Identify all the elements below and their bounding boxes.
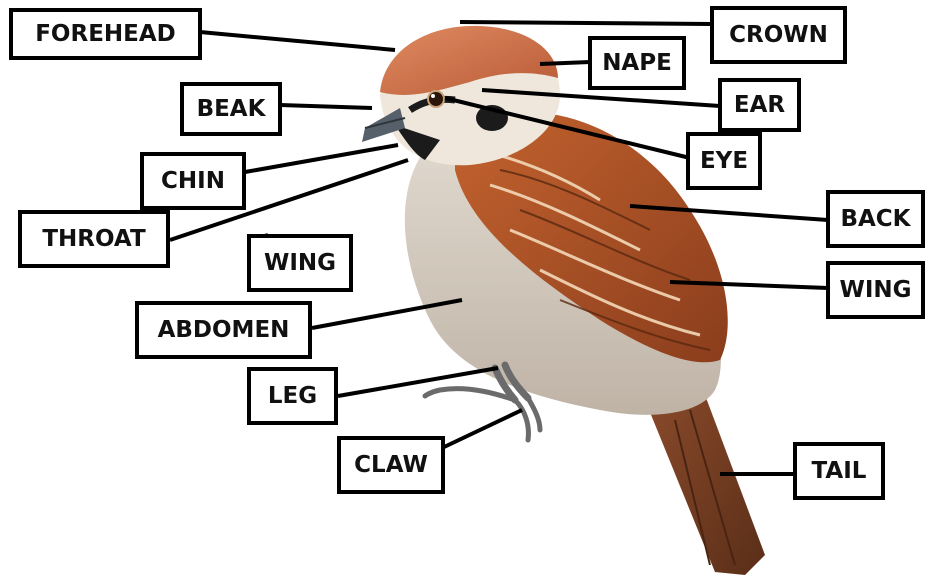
label-forehead: FOREHEAD xyxy=(9,8,202,60)
label-leg: LEG xyxy=(247,367,338,425)
label-eye: EYE xyxy=(686,132,762,190)
label-tail: TAIL xyxy=(793,442,885,500)
label-back: BACK xyxy=(826,190,925,248)
label-nape: NAPE xyxy=(588,36,686,90)
label-abdomen: ABDOMEN xyxy=(135,301,312,359)
label-claw: CLAW xyxy=(337,436,445,494)
label-wing-right: WING xyxy=(826,261,925,319)
label-chin: CHIN xyxy=(140,152,246,210)
label-wing-left: WING xyxy=(247,234,353,292)
bird-eye xyxy=(428,91,444,107)
label-ear: EAR xyxy=(718,78,801,132)
label-beak: BEAK xyxy=(180,82,282,136)
label-throat: THROAT xyxy=(18,210,170,268)
label-crown: CROWN xyxy=(710,6,847,64)
